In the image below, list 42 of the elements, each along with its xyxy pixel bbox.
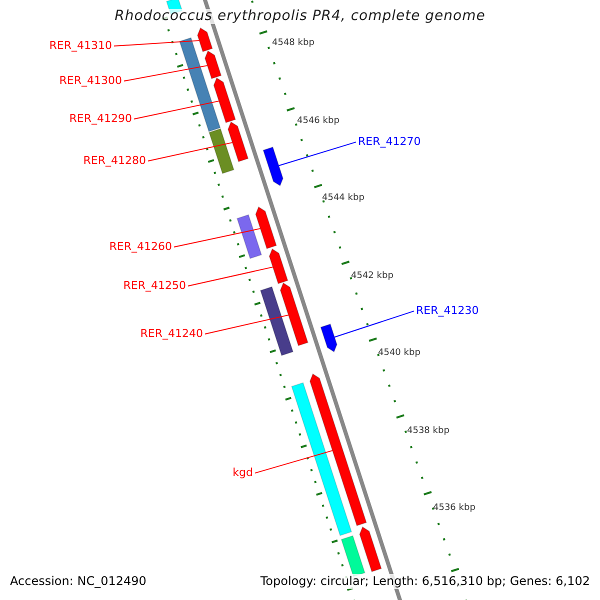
gene-label: RER_41310: [49, 40, 112, 52]
footer-text: Accession: NC_012490: [8, 574, 148, 590]
scale-label: 4546 kbp: [297, 117, 340, 127]
gene-label: RER_41250: [123, 280, 186, 292]
scale-label: 4544 kbp: [322, 194, 364, 204]
leader-line: [188, 266, 274, 287]
gene-label: RER_41230: [416, 305, 479, 318]
scale-label: 4540 kbp: [378, 349, 420, 359]
gene-feature: [309, 373, 367, 526]
leader-line: [114, 40, 200, 47]
gene-feature: [197, 27, 213, 52]
gene-label: RER_41280: [83, 155, 146, 168]
gene-feature: [280, 282, 308, 346]
gene-feature: [359, 526, 382, 572]
gene-label: RER_41240: [140, 328, 203, 340]
leader-line: [334, 310, 414, 338]
scale-label: 4548 kbp: [272, 39, 314, 49]
leader-line: [278, 142, 356, 166]
gene-feature: [255, 206, 277, 250]
footer-text: Topology: circular; Length: 6,516,310 bp; Genes: 6,102: [258, 574, 592, 590]
cog-bar: [208, 128, 235, 174]
leader-line: [204, 314, 289, 335]
gene-feature: [213, 77, 236, 124]
title: Rhodococcus erythropolis PR4, complete genome: [114, 9, 486, 24]
gene-feature: [262, 146, 284, 186]
cog-bar: [236, 214, 262, 260]
leader-line: [134, 100, 220, 120]
leader-line: [174, 228, 261, 248]
gene-feature: [320, 324, 338, 352]
scale-label: 4542 kbp: [351, 272, 394, 282]
gene-feature: [268, 248, 288, 284]
gene-label: kgd: [232, 467, 253, 480]
gene-label: RER_41290: [69, 113, 132, 126]
gene-label: RER_41260: [109, 241, 172, 254]
gene-label: RER_41270: [358, 136, 421, 148]
leader-line: [124, 65, 208, 82]
gene-label: RER_41300: [59, 75, 122, 88]
scale-label: 4536 kbp: [433, 504, 476, 514]
leader-line: [148, 142, 233, 162]
gene-feature: [228, 121, 249, 162]
leader-line: [254, 450, 333, 474]
scale-label: 4538 kbp: [407, 427, 450, 437]
